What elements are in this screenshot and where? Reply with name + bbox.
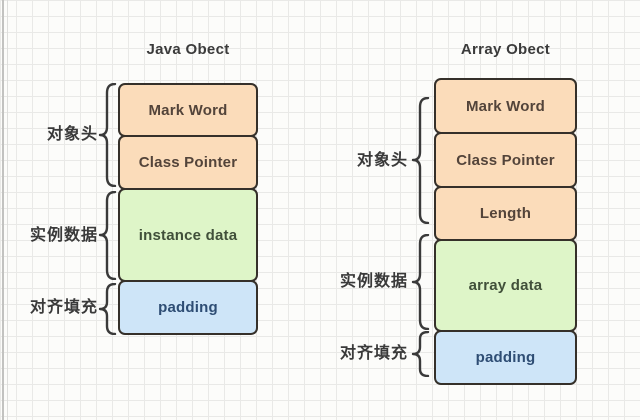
array-instance-data-label: 实例数据 [339, 273, 408, 290]
java-instance-data-label: 实例数据 [29, 227, 98, 244]
page-left-edge-line-2 [7, 0, 8, 420]
array-padding-block: padding [434, 330, 577, 385]
array-object-header-label: 对象头 [356, 152, 408, 169]
array-object-title: Array Obect [460, 41, 551, 58]
brace-icon-java-object-header [98, 83, 117, 187]
brace-icon-array-object-header [411, 97, 430, 224]
brace-icon-array-instance-data [411, 234, 430, 330]
array-data-block: array data [434, 239, 577, 332]
brace-icon-array-padding [411, 331, 430, 377]
array-length-block: Length [434, 186, 577, 241]
java-mark-word-block: Mark Word [118, 83, 258, 137]
java-object-title: Java Obect [146, 41, 230, 58]
brace-icon-java-instance-data [98, 191, 117, 280]
array-padding-label: 对齐填充 [339, 345, 408, 362]
array-mark-word-block: Mark Word [434, 78, 577, 134]
java-padding-block: padding [118, 280, 258, 335]
array-class-pointer-block: Class Pointer [434, 132, 577, 188]
brace-icon-java-padding [98, 283, 117, 335]
java-padding-label: 对齐填充 [29, 299, 98, 316]
page-left-edge-line [2, 0, 4, 420]
java-object-header-label: 对象头 [46, 126, 98, 143]
java-class-pointer-block: Class Pointer [118, 135, 258, 190]
java-instance-data-block: instance data [118, 188, 258, 282]
